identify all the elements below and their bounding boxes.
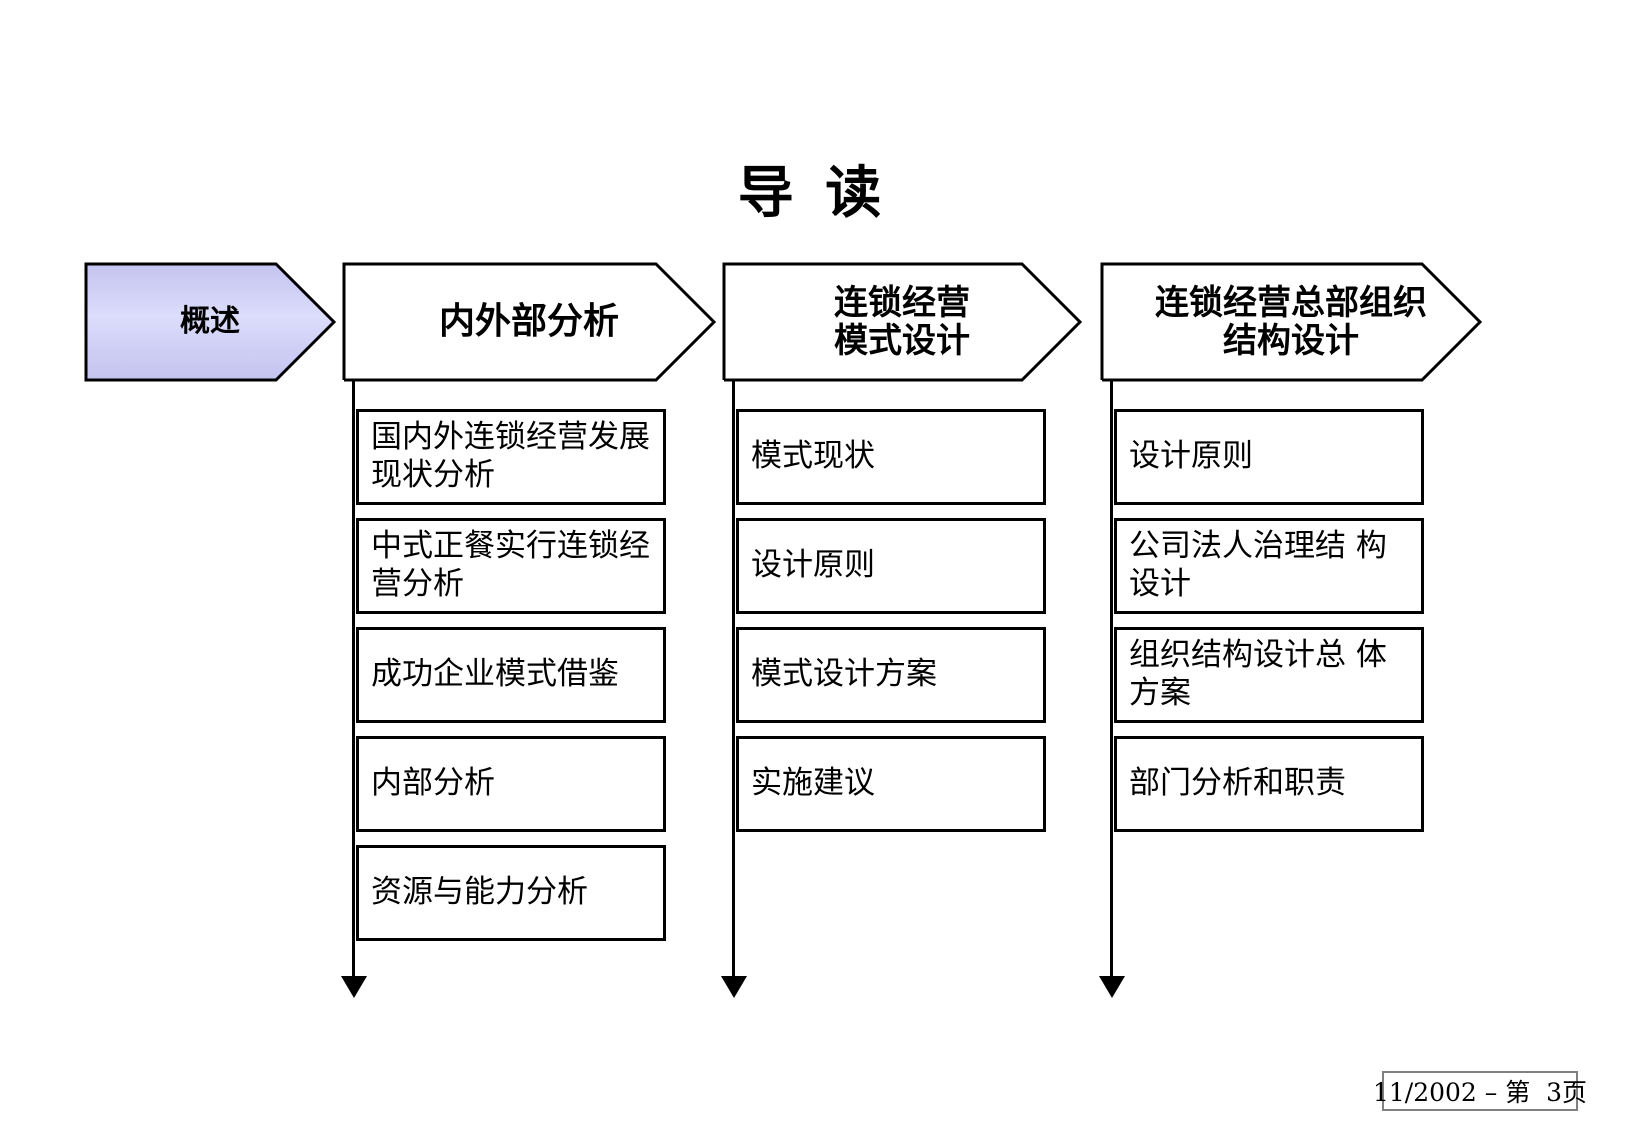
phase-chevron-label: 内外部分析 <box>438 300 619 342</box>
list-item-label: 设计原则 <box>751 547 875 584</box>
phase-chevron-label: 连锁经营总部组织 结构设计 <box>1155 282 1427 361</box>
list-item[interactable]: 模式现状 <box>736 409 1046 505</box>
list-item-label: 组织结构设计总 体方案 <box>1129 637 1387 711</box>
slide-footer: 11/2002 – 第 3页 <box>1373 1071 1587 1111</box>
chevron-shape-icon <box>84 262 336 382</box>
phase-chevron-label: 概述 <box>180 304 240 340</box>
list-item[interactable]: 设计原则 <box>736 518 1046 614</box>
phase-chevron-overview[interactable]: 概述 <box>84 262 336 382</box>
chevron-shape-icon <box>342 262 716 382</box>
phase-chevron-headquarters-org-structure-design[interactable]: 连锁经营总部组织 结构设计 <box>1100 262 1482 382</box>
list-item[interactable]: 设计原则 <box>1114 409 1424 505</box>
connector-arrow-column-1 <box>341 976 367 998</box>
list-item[interactable]: 部门分析和职责 <box>1114 736 1424 832</box>
list-item-label: 国内外连锁经营发展现状分析 <box>371 419 650 493</box>
list-item[interactable]: 中式正餐实行连锁经营分析 <box>356 518 666 614</box>
list-item-label: 设计原则 <box>1129 438 1253 475</box>
chevron-shape-icon <box>722 262 1082 382</box>
list-item-label: 中式正餐实行连锁经营分析 <box>371 528 650 602</box>
list-item[interactable]: 公司法人治理结 构设计 <box>1114 518 1424 614</box>
list-item[interactable]: 实施建议 <box>736 736 1046 832</box>
connector-line-column-1 <box>352 380 355 980</box>
list-item[interactable]: 组织结构设计总 体方案 <box>1114 627 1424 723</box>
list-item-label: 资源与能力分析 <box>371 874 588 911</box>
phase-chevron-internal-external-analysis[interactable]: 内外部分析 <box>342 262 716 382</box>
list-item-label: 模式设计方案 <box>751 656 937 693</box>
connector-arrow-column-3 <box>1099 976 1125 998</box>
list-item-label: 实施建议 <box>751 765 875 802</box>
connector-line-column-2 <box>732 380 735 980</box>
connector-line-column-3 <box>1110 380 1113 980</box>
list-item[interactable]: 内部分析 <box>356 736 666 832</box>
phase-chevron-label: 连锁经营 模式设计 <box>834 282 970 361</box>
list-item[interactable]: 成功企业模式借鉴 <box>356 627 666 723</box>
connector-arrow-column-2 <box>721 976 747 998</box>
list-item[interactable]: 资源与能力分析 <box>356 845 666 941</box>
list-item-label: 成功企业模式借鉴 <box>371 656 619 693</box>
page-title: 导 读 <box>737 161 888 226</box>
list-item-label: 内部分析 <box>371 765 495 802</box>
list-item-label: 部门分析和职责 <box>1129 765 1346 802</box>
list-item-label: 公司法人治理结 构设计 <box>1129 528 1387 602</box>
list-item-label: 模式现状 <box>751 438 875 475</box>
list-item[interactable]: 国内外连锁经营发展现状分析 <box>356 409 666 505</box>
list-item[interactable]: 模式设计方案 <box>736 627 1046 723</box>
chevron-shape-icon <box>1100 262 1482 382</box>
phase-chevron-chain-operation-model-design[interactable]: 连锁经营 模式设计 <box>722 262 1082 382</box>
